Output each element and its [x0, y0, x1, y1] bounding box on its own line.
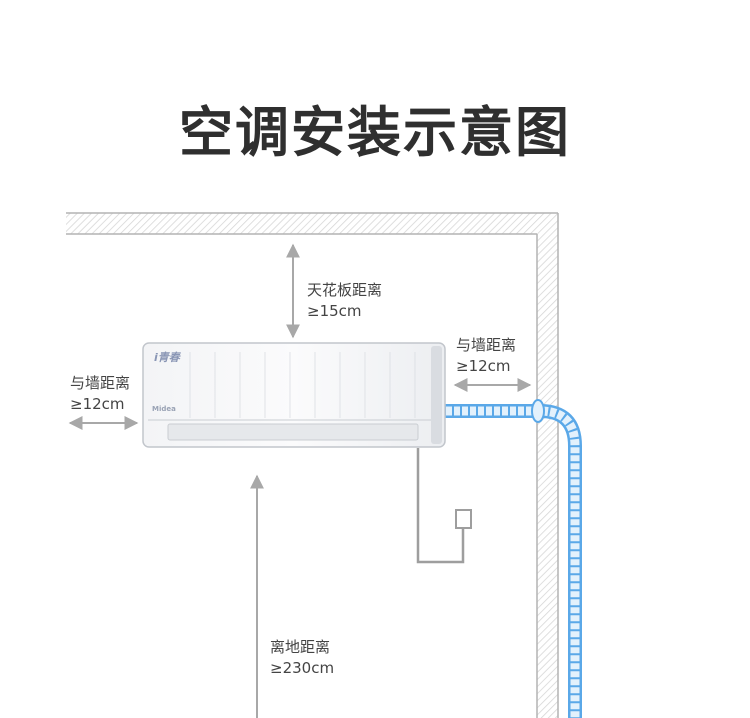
right-wall-distance-value: ≥12cm — [456, 357, 511, 375]
left-wall-distance-value: ≥12cm — [70, 395, 125, 413]
floor-distance-value: ≥230cm — [270, 659, 335, 677]
ceiling-wall — [66, 212, 558, 235]
refrigerant-pipe — [444, 399, 582, 718]
unit-brand-logo: Midea — [152, 405, 176, 413]
ceiling-distance-label: 天花板距离 ≥15cm — [307, 280, 382, 322]
ceiling-distance-value: ≥15cm — [307, 302, 362, 320]
drain-pipe — [416, 448, 472, 564]
page-title: 空调安装示意图 — [179, 101, 571, 164]
right-wall-distance-label: 与墙距离 ≥12cm — [456, 335, 516, 377]
floor-distance-name: 离地距离 — [270, 638, 331, 656]
unit-brand-script: i青春 — [154, 351, 180, 364]
left-wall-distance-label: 与墙距离 ≥12cm — [70, 373, 130, 415]
indoor-unit — [142, 342, 446, 448]
floor-distance-label: 离地距离 ≥230cm — [270, 637, 334, 679]
right-wall-distance-name: 与墙距离 — [456, 336, 517, 354]
ceiling-distance-name: 天花板距离 — [307, 281, 383, 299]
right-wall — [536, 213, 559, 718]
left-wall-distance-name: 与墙距离 — [70, 374, 131, 392]
